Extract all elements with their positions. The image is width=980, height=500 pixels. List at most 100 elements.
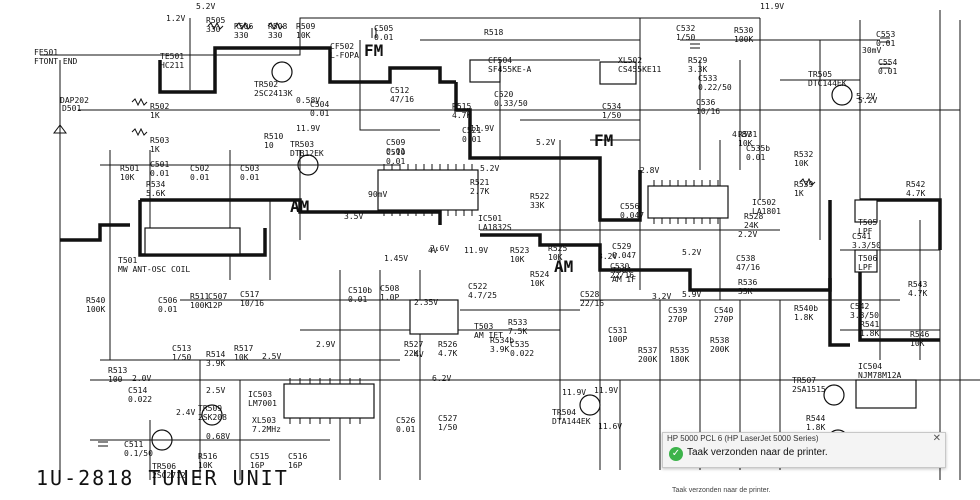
component-label-38: C513 1/50 (172, 344, 192, 362)
block-label-1: TE501 HC211 (160, 52, 185, 70)
section-label-am-right: AM (554, 257, 574, 276)
component-label-34: C517 10/16 (240, 290, 265, 308)
voltage-label-13: 2.6V (430, 244, 450, 253)
component-label-54: R533 7.5K (508, 318, 528, 336)
component-label-36: C508 1.0P (380, 284, 400, 302)
component-label-60: C534 1/50 (602, 102, 622, 120)
voltage-label-30: 2.0V (132, 374, 152, 383)
component-label-78: C539 270P (668, 306, 688, 324)
component-label-41: R513 100 (108, 366, 128, 384)
component-label-90: TR507 2SA1515 (792, 376, 826, 394)
component-label-11: R502 1K (150, 102, 170, 120)
voltage-label-5: 11.9V (464, 246, 489, 255)
component-label-26: R523 10K (510, 246, 530, 264)
component-label-84: R543 4.7K (908, 280, 928, 298)
component-label-51: TR504 DTA144EK (552, 408, 591, 426)
component-label-35: C510b 0.01 (348, 286, 373, 304)
component-label-32: R511 100K (190, 292, 210, 310)
component-label-12: R503 1K (150, 136, 170, 154)
printer-notification[interactable]: HP 5000 PCL 6 (HP LaserJet 5000 Series) … (662, 432, 946, 468)
block-label-0: FE501 FTONT END (34, 48, 78, 66)
voltage-label-29: 2.5V (262, 352, 282, 361)
component-label-5: R509 10K (296, 22, 316, 40)
component-label-69: R528 24K (744, 212, 764, 230)
component-label-9: C504 0.01 (310, 100, 330, 118)
component-label-33: C507 12P (208, 292, 228, 310)
voltage-label-27: 11.9V (562, 388, 587, 397)
component-label-3: C505 0.01 (374, 24, 394, 42)
component-label-88: R541 1.8K (860, 320, 880, 338)
component-label-79: C540 270P (714, 306, 734, 324)
component-label-49: C526 0.01 (396, 416, 416, 434)
component-label-63: C553 0.01 (876, 30, 896, 48)
block-label-6: IC504 NJM78M12A (858, 362, 902, 380)
status-text: Taak verzonden naar de printer. (672, 487, 771, 494)
component-label-75: C531 100P (608, 326, 628, 344)
component-label-45: TR506 2SC2712 (152, 462, 186, 480)
voltage-label-28: 11.6V (598, 422, 623, 431)
voltage-label-2: 11.9V (760, 2, 785, 11)
voltage-label-14: 2.2V (738, 230, 758, 239)
voltage-label-11: 5.2V (536, 138, 556, 147)
block-label-12: T503 AM IFT (474, 322, 503, 340)
component-label-55: C535 0.022 (510, 340, 535, 358)
voltage-label-34: 90mV (368, 190, 388, 199)
component-label-25: R522 33K (530, 192, 550, 210)
voltage-label-8: 3.2V (652, 292, 672, 301)
check-icon: ✓ (669, 447, 683, 461)
voltage-label-25: 4V (414, 350, 424, 359)
component-label-80: R537 200K (638, 346, 658, 364)
block-label-9: CF504 SF455KE-A (488, 56, 532, 74)
component-label-44: C511 0.1/50 (124, 440, 153, 458)
voltage-label-9: 4.8V (732, 130, 752, 139)
component-label-19: TR503 DTB12EK (290, 140, 324, 158)
voltage-label-17: 5.2V (480, 164, 500, 173)
component-label-59: C536 10/16 (696, 98, 721, 116)
component-label-20: C510 0.01 (386, 148, 406, 166)
component-label-8: C503 0.01 (240, 164, 260, 182)
voltage-label-21: 1.45V (384, 254, 409, 263)
component-label-21: C512 47/16 (390, 86, 415, 104)
component-label-85: C541 3.3/50 (852, 232, 881, 250)
component-label-0: R505 330 (206, 16, 226, 34)
component-label-74: C528 22/16 (580, 290, 605, 308)
component-label-2: R508 330 (268, 22, 288, 40)
close-icon[interactable]: ✕ (932, 433, 941, 444)
component-label-83: R542 4.7K (906, 180, 926, 198)
notification-message: Taak verzonden naar de printer. (687, 447, 828, 458)
block-label-3: IC501 LA1832S (478, 214, 512, 232)
component-label-47: C515 16P (250, 452, 270, 470)
voltage-label-32: 0.58V (296, 96, 321, 105)
component-label-66: C535b 0.01 (746, 144, 771, 162)
voltage-label-23: 2.9V (316, 340, 336, 349)
component-label-13: R501 10K (120, 164, 140, 182)
component-label-62: R530 100K (734, 26, 754, 44)
voltage-label-6: 11.9V (594, 386, 619, 395)
voltage-label-7: 2.8V (640, 166, 660, 175)
component-label-31: C506 0.01 (158, 296, 178, 314)
component-label-48: C516 16P (288, 452, 308, 470)
component-label-39: R514 3.9K (206, 350, 226, 368)
component-label-61: R529 3.3K (688, 56, 708, 74)
component-label-22: R515 4.7K (452, 102, 472, 120)
component-label-81: R535 180K (670, 346, 690, 364)
component-label-10: R510 10 (264, 132, 284, 150)
component-label-42: C514 0.022 (128, 386, 153, 404)
component-label-29: R521 2.7K (470, 178, 490, 196)
component-label-82: R538 200K (710, 336, 730, 354)
component-label-6: TR502 2SC2413K (254, 80, 293, 98)
voltage-label-1: 1.2V (166, 14, 186, 23)
voltage-label-15: 3.2V (598, 252, 618, 261)
component-label-91: R544 1.8K (806, 414, 826, 432)
component-label-50: C527 1/50 (438, 414, 458, 432)
voltage-label-31: 3.5V (344, 212, 364, 221)
block-label-5: IC503 LM7001 (248, 390, 277, 408)
voltage-label-19: 2.4V (176, 408, 196, 417)
component-label-68: R531 10K (738, 130, 758, 148)
component-label-65: TR505 DTC144EK (808, 70, 847, 88)
component-label-72: C529 0.047 (612, 242, 637, 260)
voltage-label-0: 5.2V (196, 2, 216, 11)
component-label-30: C522 4.7/25 (468, 282, 497, 300)
block-label-10: XL503 7.2MHz (252, 416, 281, 434)
